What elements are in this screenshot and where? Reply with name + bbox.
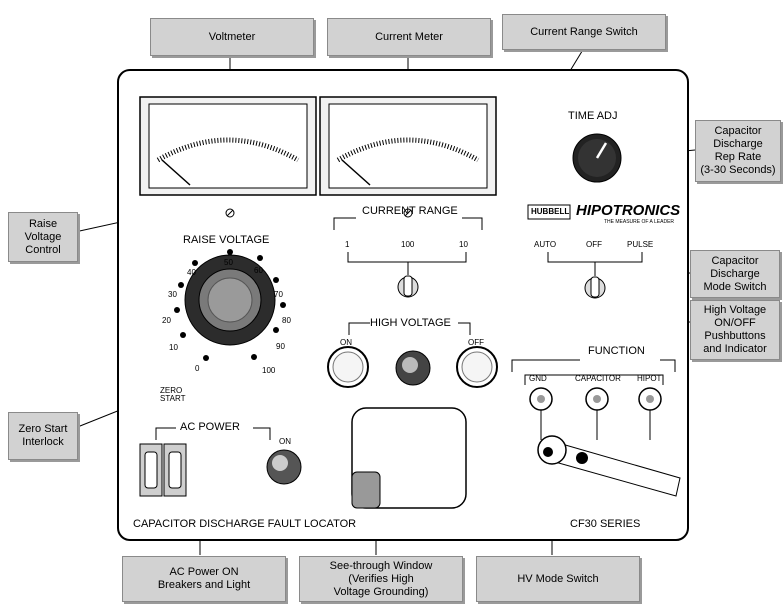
hv-mode-lever[interactable] xyxy=(537,435,681,497)
dial-label-0: 0 xyxy=(195,364,200,373)
voltmeter xyxy=(139,96,317,196)
hubbell-logo xyxy=(527,204,571,220)
function-label: FUNCTION xyxy=(588,345,645,357)
ac-breaker-2[interactable] xyxy=(163,443,187,497)
fn-capacitor-socket[interactable] xyxy=(585,387,609,411)
dial-label-80: 80 xyxy=(282,316,291,325)
mode-off-label: OFF xyxy=(586,240,602,249)
fn-capacitor-label: CAPACITOR xyxy=(575,374,621,383)
fn-gnd-label: GND xyxy=(529,374,547,383)
ac-on-label: ON xyxy=(279,437,291,446)
range-10-label: 10 xyxy=(459,240,468,249)
current-range-bracket xyxy=(333,217,483,230)
function-bracket xyxy=(511,359,676,372)
mode-pulse-label: PULSE xyxy=(627,240,654,249)
dial-label-100: 100 xyxy=(262,366,276,375)
dial-label-70: 70 xyxy=(274,290,283,299)
time-adj-label: TIME ADJ xyxy=(568,110,618,122)
ac-power-label: AC POWER xyxy=(180,421,240,433)
hv-off-button[interactable] xyxy=(456,346,498,388)
zero-label: ZERO xyxy=(160,386,183,395)
raise-voltage-label: RAISE VOLTAGE xyxy=(183,234,270,246)
voltmeter-zero-adjust[interactable] xyxy=(225,208,235,218)
current-range-toggle[interactable] xyxy=(397,275,419,298)
dial-label-50: 50 xyxy=(224,258,233,267)
dial-label-40: 40 xyxy=(187,268,196,277)
dial-label-60: 60 xyxy=(254,266,263,275)
mode-auto-label: AUTO xyxy=(534,240,557,249)
panel-series: CF30 SERIES xyxy=(570,518,641,530)
range-1-label: 1 xyxy=(345,240,350,249)
callout-voltmeter: Voltmeter xyxy=(150,18,314,56)
raise-voltage-knob[interactable] xyxy=(184,254,276,346)
high-voltage-label: HIGH VOLTAGE xyxy=(370,317,451,329)
range-100-label: 100 xyxy=(401,240,415,249)
hv-on-label: ON xyxy=(340,338,352,347)
start-label: START xyxy=(160,394,186,403)
dial-markers xyxy=(174,249,286,361)
fn-hipot-label: HIPOT xyxy=(637,374,662,383)
callout-current-range-switch: Current Range Switch xyxy=(502,14,666,50)
mode-toggle[interactable] xyxy=(584,276,606,299)
dial-label-10: 10 xyxy=(169,343,178,352)
fn-hipot-socket[interactable] xyxy=(638,387,662,411)
hubbell-label: HUBBELL xyxy=(531,207,570,216)
current-range-label: CURRENT RANGE xyxy=(362,205,458,217)
callout-hv-mode-switch: HV Mode Switch xyxy=(476,556,640,602)
see-through-window xyxy=(351,407,467,509)
current-meter-zero-adjust[interactable] xyxy=(403,208,413,218)
dial-label-90: 90 xyxy=(276,342,285,351)
panel-title: CAPACITOR DISCHARGE FAULT LOCATOR xyxy=(133,518,357,530)
dial-label-30: 30 xyxy=(168,290,177,299)
brand-tagline: THE MEASURE OF A LEADER xyxy=(604,219,675,225)
ac-power-light xyxy=(266,449,302,485)
hipotronics-logo: HIPOTRONICS xyxy=(576,202,681,219)
callout-current-meter: Current Meter xyxy=(327,18,491,56)
time-adj-knob[interactable] xyxy=(572,133,622,183)
ac-power-bracket xyxy=(155,427,271,440)
high-voltage-bracket xyxy=(348,322,471,335)
dial-label-20: 20 xyxy=(162,316,171,325)
current-meter xyxy=(319,96,497,196)
fn-gnd-socket[interactable] xyxy=(529,387,553,411)
ac-breaker-1[interactable] xyxy=(139,443,163,497)
hv-indicator-light xyxy=(395,350,431,386)
hv-on-button[interactable] xyxy=(327,346,369,388)
hv-off-label: OFF xyxy=(468,338,484,347)
